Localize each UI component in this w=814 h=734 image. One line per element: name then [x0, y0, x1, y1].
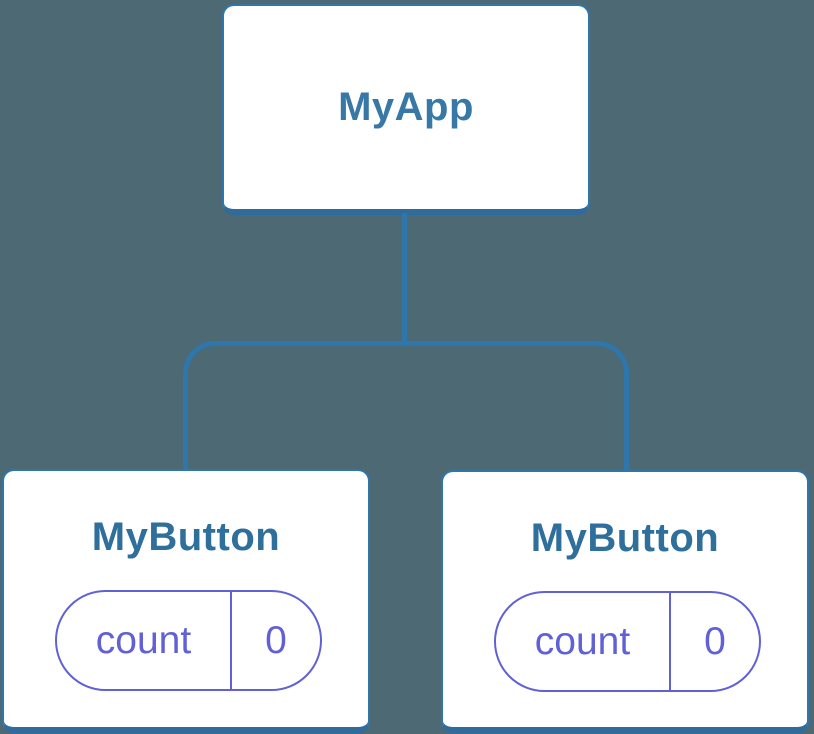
state-value-left: 0	[265, 618, 287, 662]
state-key-right: count	[496, 593, 671, 690]
node-mybutton-left-label: MyButton	[91, 515, 281, 559]
node-mybutton-left: MyButton count 0	[2, 469, 370, 733]
state-key-left: count	[57, 592, 232, 689]
node-myapp-label: MyApp	[338, 85, 474, 129]
state-pill-right: count 0	[494, 591, 761, 692]
node-mybutton-right: MyButton count 0	[441, 470, 809, 733]
state-value-right: 0	[704, 619, 726, 663]
state-pill-left: count 0	[55, 590, 322, 691]
connector-stem	[402, 213, 407, 346]
node-myapp: MyApp	[222, 4, 590, 215]
connector-bracket	[183, 341, 629, 470]
node-mybutton-right-label: MyButton	[530, 516, 720, 560]
